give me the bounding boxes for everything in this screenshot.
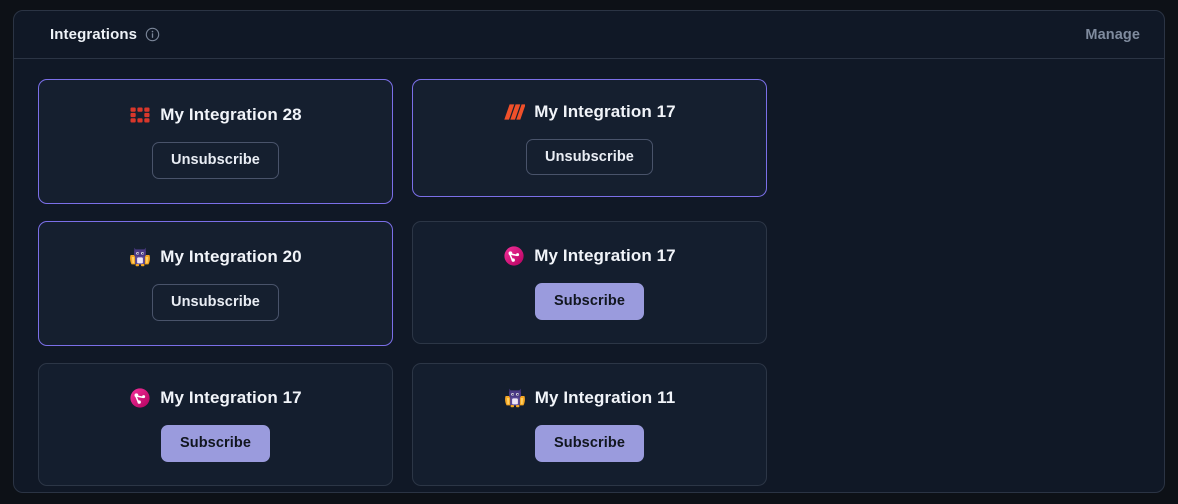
page-title: Integrations <box>50 26 138 43</box>
integrations-panel: Integrations Manage My Integration 28 Uns… <box>13 10 1165 493</box>
integration-card-title: My Integration 17 <box>160 388 302 408</box>
integration-card-title-row: My Integration 11 <box>504 387 676 409</box>
integration-card-title: My Integration 28 <box>160 105 302 125</box>
purple-mascot-icon <box>129 246 151 268</box>
pink-circle-node-icon <box>129 387 151 409</box>
integration-card-title: My Integration 17 <box>534 246 676 266</box>
integration-card-title-row: My Integration 17 <box>503 245 676 267</box>
integration-card-title-row: My Integration 20 <box>129 246 302 268</box>
integration-card[interactable]: My Integration 11 Subscribe <box>412 363 767 486</box>
integration-card[interactable]: My Integration 20 Unsubscribe <box>38 221 393 346</box>
integration-card[interactable]: My Integration 28 Unsubscribe <box>38 79 393 204</box>
integration-card-title-row: My Integration 17 <box>129 387 302 409</box>
subscribe-button[interactable]: Subscribe <box>160 425 270 462</box>
panel-header: Integrations Manage <box>14 11 1164 59</box>
panel-header-left: Integrations <box>50 26 160 43</box>
unsubscribe-button[interactable]: Unsubscribe <box>152 142 279 179</box>
integration-card-title: My Integration 20 <box>160 247 302 267</box>
subscribe-button[interactable]: Subscribe <box>534 425 644 462</box>
purple-mascot-icon <box>504 387 526 409</box>
integration-card-title-row: My Integration 17 <box>503 101 676 123</box>
unsubscribe-button[interactable]: Unsubscribe <box>152 284 279 321</box>
integration-card[interactable]: My Integration 17 Subscribe <box>412 221 767 344</box>
integration-card-title-row: My Integration 28 <box>129 104 302 126</box>
red-grid-icon <box>129 104 151 126</box>
orange-bars-icon <box>503 101 525 123</box>
manage-button[interactable]: Manage <box>1085 26 1140 43</box>
integration-card[interactable]: My Integration 17 Subscribe <box>38 363 393 486</box>
info-circle-icon[interactable] <box>145 27 160 42</box>
pink-circle-node-icon <box>503 245 525 267</box>
subscribe-button[interactable]: Subscribe <box>534 283 644 320</box>
integration-card-title: My Integration 11 <box>534 388 676 408</box>
unsubscribe-button[interactable]: Unsubscribe <box>526 138 653 176</box>
integration-card-title: My Integration 17 <box>534 101 676 121</box>
integration-card[interactable]: My Integration 17 Unsubscribe <box>412 79 767 197</box>
